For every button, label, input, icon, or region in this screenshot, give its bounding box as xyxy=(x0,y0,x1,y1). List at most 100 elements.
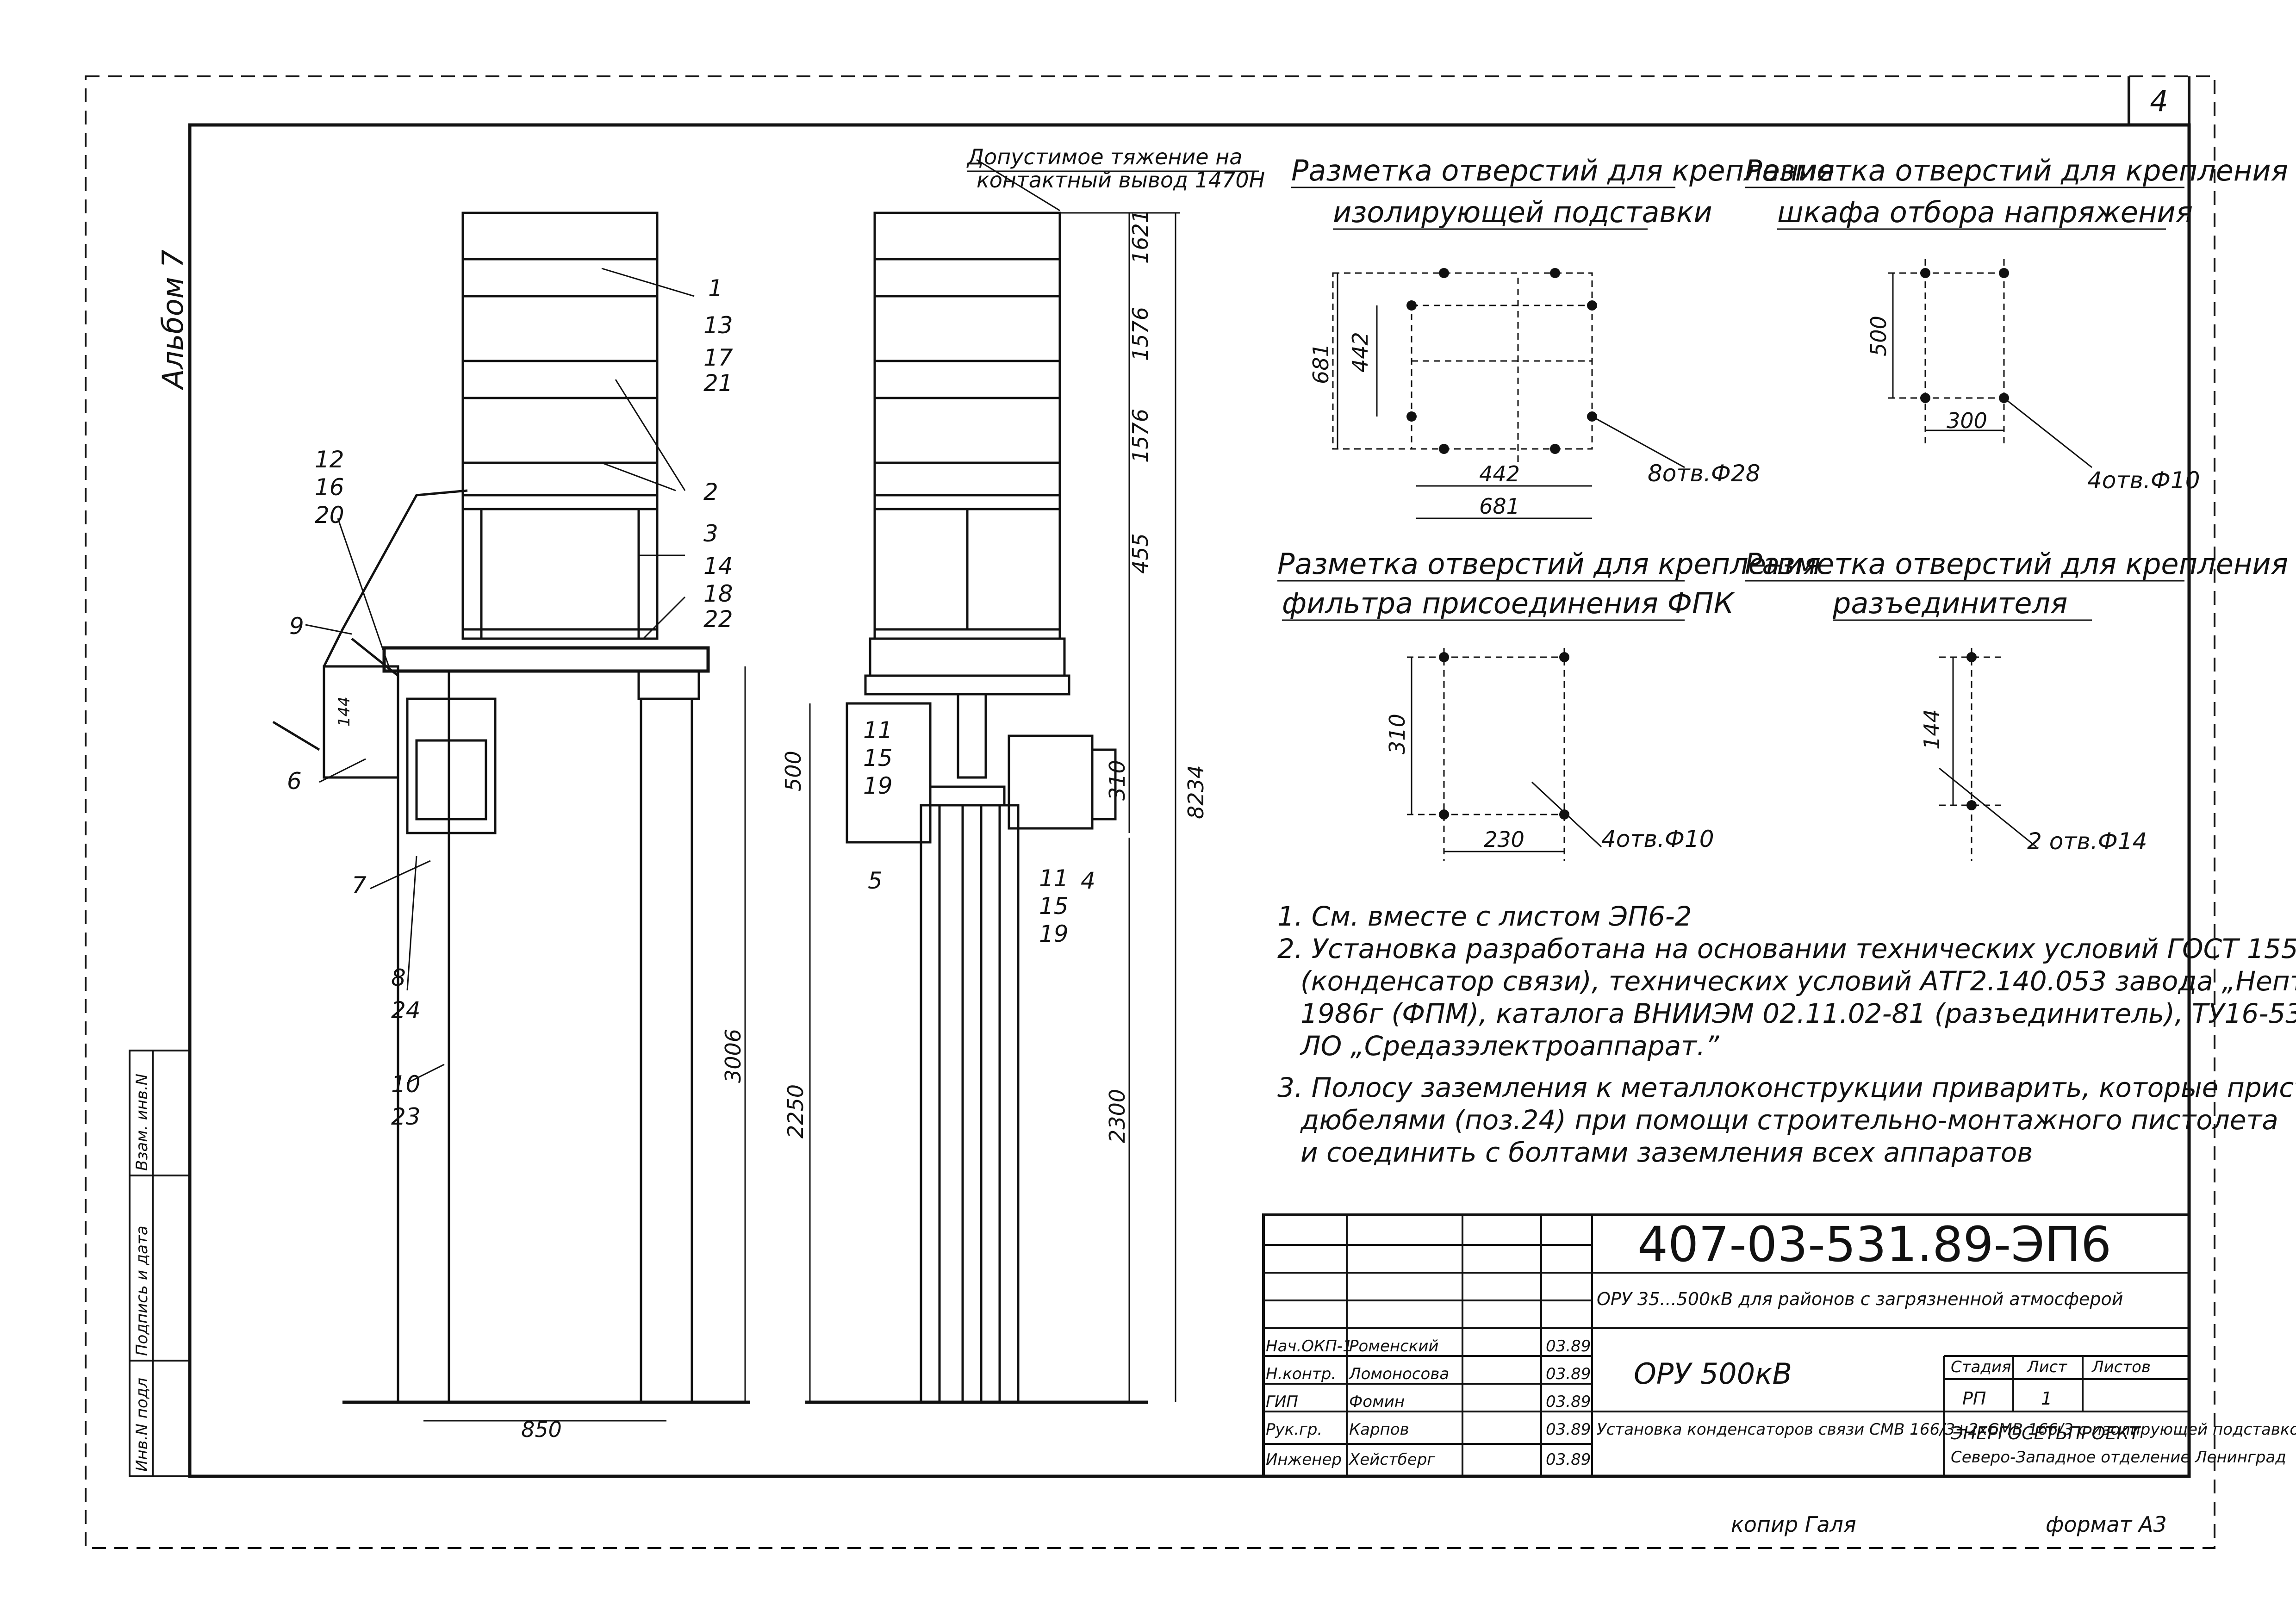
dim-310: 310 xyxy=(1105,760,1130,801)
pos-4: 4 xyxy=(1081,867,1095,894)
org-name: ЭНЕРГОСЕТЬПРОЕКТ xyxy=(1950,1423,2141,1443)
note-2: 2. Установка разработана на основании те… xyxy=(1277,933,2296,964)
layout-filter-dim-230: 230 xyxy=(1484,827,1524,852)
pos-21: 21 xyxy=(703,370,733,397)
copier-note: копир Галя xyxy=(1731,1512,1856,1537)
pos-24: 24 xyxy=(391,997,421,1024)
hole-layout-support: Разметка отверстий для крепления изолиру… xyxy=(1291,154,1835,519)
role-2: Н.контр. xyxy=(1266,1365,1336,1383)
dim-850: 850 xyxy=(521,1417,562,1442)
side-stamp-inv: Инв.N подл xyxy=(133,1378,151,1472)
drawing-code: 407-03-531.89-ЭП6 xyxy=(1637,1216,2111,1273)
name-4: Карпов xyxy=(1349,1420,1409,1439)
dim-8234: 8234 xyxy=(1183,765,1208,819)
layout-support-caption1: Разметка отверстий для крепления xyxy=(1291,154,1835,187)
hole-layout-cabinet: Разметка отверстий для крепления шкафа о… xyxy=(1745,154,2288,494)
description: Установка конденсаторов связи СМВ 166/3+… xyxy=(1597,1420,2296,1439)
pos-9: 9 xyxy=(289,613,304,640)
project-title: ОРУ 35...500кВ для районов с загрязненно… xyxy=(1597,1289,2123,1309)
pos-17: 17 xyxy=(703,344,733,371)
role-3: ГИП xyxy=(1266,1393,1298,1411)
pos-19-a: 19 xyxy=(863,772,893,799)
dim-1621: 1621 xyxy=(1128,210,1153,264)
album-label: Альбом 7 xyxy=(156,249,190,391)
name-3: Фомин xyxy=(1349,1393,1405,1411)
pos-5: 5 xyxy=(868,867,883,894)
title-block-grid xyxy=(1262,1213,2190,1478)
name-1: Роменский xyxy=(1349,1337,1439,1356)
title-block-text: 407-03-531.89-ЭП6 ОРУ 35...500кВ для рай… xyxy=(1266,1216,2296,1469)
date-4: 03.89 xyxy=(1546,1420,1591,1439)
layout-support-dim-442h: 442 xyxy=(1479,461,1520,486)
layout-disc-caption2: разъединителя xyxy=(1832,586,2067,620)
layout-filter-caption1: Разметка отверстий для крепления xyxy=(1277,547,1821,581)
dim-500: 500 xyxy=(781,751,806,791)
layout-cabinet-caption1: Разметка отверстий для крепления xyxy=(1745,154,2288,187)
object-title: ОРУ 500кВ xyxy=(1634,1357,1792,1391)
role-4: Рук.гр. xyxy=(1266,1420,1322,1439)
note-2-cont-2: 1986г (ФПМ), каталога ВНИИЭМ 02.11.02-81… xyxy=(1300,998,2296,1029)
stage-label: Стадия xyxy=(1951,1358,2011,1376)
date-3: 03.89 xyxy=(1546,1393,1591,1411)
side-view-dimension-lines xyxy=(809,159,1180,1402)
role-1: Нач.ОКП-1 xyxy=(1266,1337,1353,1356)
layout-support-callout: 8отв.Ф28 xyxy=(1648,460,1761,487)
org-branch: Северо-Западное отделение Ленинград xyxy=(1951,1448,2286,1467)
layout-disc-caption1: Разметка отверстий для крепления xyxy=(1745,547,2288,581)
pos-12: 12 xyxy=(315,446,344,473)
pos-20: 20 xyxy=(315,502,344,529)
dim-455: 455 xyxy=(1128,533,1153,574)
pos-16: 16 xyxy=(315,474,344,501)
tension-note-line1: Допустимое тяжение на xyxy=(966,144,1243,169)
side-stamp-sign: Подпись и дата xyxy=(133,1225,151,1356)
pos-22: 22 xyxy=(703,606,733,633)
layout-cabinet-caption2: шкафа отбора напряжения xyxy=(1777,195,2193,229)
sheet-frame xyxy=(85,75,2215,1549)
note-3-cont-2: и соединить с болтами заземления всех ап… xyxy=(1300,1137,2033,1168)
sheet-number: 4 xyxy=(2150,84,2168,118)
pos-6: 6 xyxy=(287,768,302,795)
pos-14: 14 xyxy=(703,553,733,579)
dim-2250: 2250 xyxy=(783,1084,808,1138)
date-2: 03.89 xyxy=(1546,1365,1591,1383)
front-view-labels: 1 13 17 21 2 3 14 18 22 12 16 20 9 6 7 8… xyxy=(287,275,746,1442)
front-view-leaders xyxy=(305,267,746,1422)
hole-layout-filter: Разметка отверстий для крепления фильтра… xyxy=(1277,547,1821,861)
dim-1576-b: 1576 xyxy=(1128,409,1153,463)
layout-disc-callout: 2 отв.Ф14 xyxy=(2027,828,2147,855)
sheets-label: Листов xyxy=(2091,1358,2151,1376)
sheet-label: Лист xyxy=(2026,1358,2067,1376)
pos-15-b: 15 xyxy=(1039,893,1069,920)
layout-filter-caption2: фильтра присоединения ФПК xyxy=(1282,586,1736,620)
layout-support-caption2: изолирующей подставки xyxy=(1333,195,1712,229)
pos-11-a: 11 xyxy=(863,717,893,744)
dim-144-front: 144 xyxy=(335,696,354,727)
side-view-drawing xyxy=(805,211,1148,1404)
layout-filter-callout: 4отв.Ф10 xyxy=(1601,826,1714,852)
name-2: Ломоносова xyxy=(1348,1365,1449,1383)
layout-filter-dim-310: 310 xyxy=(1385,714,1410,754)
pos-11-b: 11 xyxy=(1039,865,1069,892)
layout-cabinet-dim-300: 300 xyxy=(1947,408,1987,433)
layout-cabinet-callout: 4отв.Ф10 xyxy=(2087,467,2200,494)
layout-support-dim-442v: 442 xyxy=(1348,332,1373,373)
note-2-cont-3: ЛО „Средазэлектроаппарат.” xyxy=(1300,1030,1719,1062)
front-view-drawing xyxy=(272,211,750,1404)
pos-18: 18 xyxy=(703,580,733,607)
layout-cabinet-dim-500: 500 xyxy=(1866,316,1891,356)
pos-2: 2 xyxy=(703,479,718,505)
name-5: Хейстберг xyxy=(1348,1450,1436,1469)
side-stamp xyxy=(129,1050,191,1477)
date-1: 03.89 xyxy=(1546,1337,1591,1356)
dim-3006: 3006 xyxy=(721,1029,746,1083)
pos-7: 7 xyxy=(352,872,367,899)
pos-1: 1 xyxy=(708,275,723,302)
sheet-value: 1 xyxy=(2041,1388,2052,1409)
layout-disc-dim-144: 144 xyxy=(1919,709,1944,750)
layout-support-dim-681v: 681 xyxy=(1308,343,1333,384)
pos-23: 23 xyxy=(391,1103,421,1130)
note-2-cont-1: (конденсатор связи), технических условий… xyxy=(1300,965,2296,997)
notes: 1. См. вместе с листом ЭП6-2 2. Установк… xyxy=(1277,901,2296,1168)
side-view-labels: 11 15 19 5 11 15 19 4 1621 1576 1576 455… xyxy=(781,210,1208,1143)
format-note: формат А3 xyxy=(2046,1512,2167,1537)
